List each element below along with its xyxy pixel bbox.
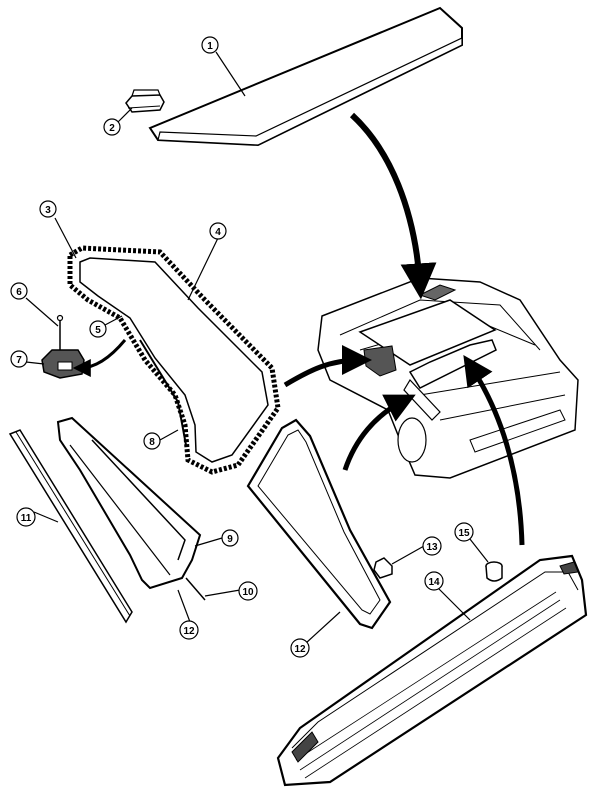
part-14-rear-spoiler (276, 554, 588, 787)
callout-label: 7 (16, 355, 22, 366)
callout-12-right: 12 (290, 638, 310, 658)
callout-11: 11 (16, 507, 36, 527)
part-3-4-frame-seal (67, 245, 281, 475)
part-12-side-glass (246, 418, 392, 630)
callout-2: 2 (103, 118, 121, 136)
callout-1: 1 (201, 36, 219, 54)
part-1-upper-panel (148, 6, 463, 147)
callout-label: 14 (428, 577, 440, 588)
callout-label: 15 (458, 528, 470, 539)
callout-13: 13 (422, 536, 442, 556)
assembly-arrows (283, 112, 525, 546)
part-11-strip (8, 429, 133, 624)
callout-label: 9 (227, 534, 233, 545)
callout-label: 5 (95, 325, 101, 336)
car-rear-illustration (317, 277, 579, 479)
callout-label: 3 (45, 205, 51, 216)
callout-label: 2 (109, 123, 115, 134)
callout-4: 4 (209, 222, 227, 240)
callout-label: 12 (294, 644, 306, 655)
callout-3: 3 (39, 200, 57, 218)
callout-7: 7 (10, 350, 28, 368)
callout-8: 8 (143, 432, 161, 450)
callout-15: 15 (454, 522, 474, 542)
callout-label: 11 (21, 513, 32, 524)
part-9-10-trim (56, 416, 206, 601)
callout-label: 1 (207, 41, 213, 52)
callout-label: 6 (16, 287, 22, 298)
callout-label: 12 (183, 626, 195, 637)
callout-label: 4 (215, 227, 221, 238)
callout-6: 6 (10, 282, 28, 300)
callout-12-left: 12 (179, 620, 199, 640)
callout-9: 9 (221, 529, 239, 547)
part-2-clip (125, 89, 165, 113)
callout-label: 13 (426, 542, 438, 553)
callout-5: 5 (89, 320, 107, 338)
part-5-6-7-latch (41, 314, 127, 379)
callout-10: 10 (238, 581, 258, 601)
part-8-rod (139, 339, 187, 446)
callout-14: 14 (424, 571, 444, 591)
part-15-plug (485, 561, 503, 582)
callout-label: 10 (242, 587, 254, 598)
callout-label: 8 (149, 437, 155, 448)
part-13-cap (373, 557, 393, 579)
leader-lines (25, 51, 489, 644)
